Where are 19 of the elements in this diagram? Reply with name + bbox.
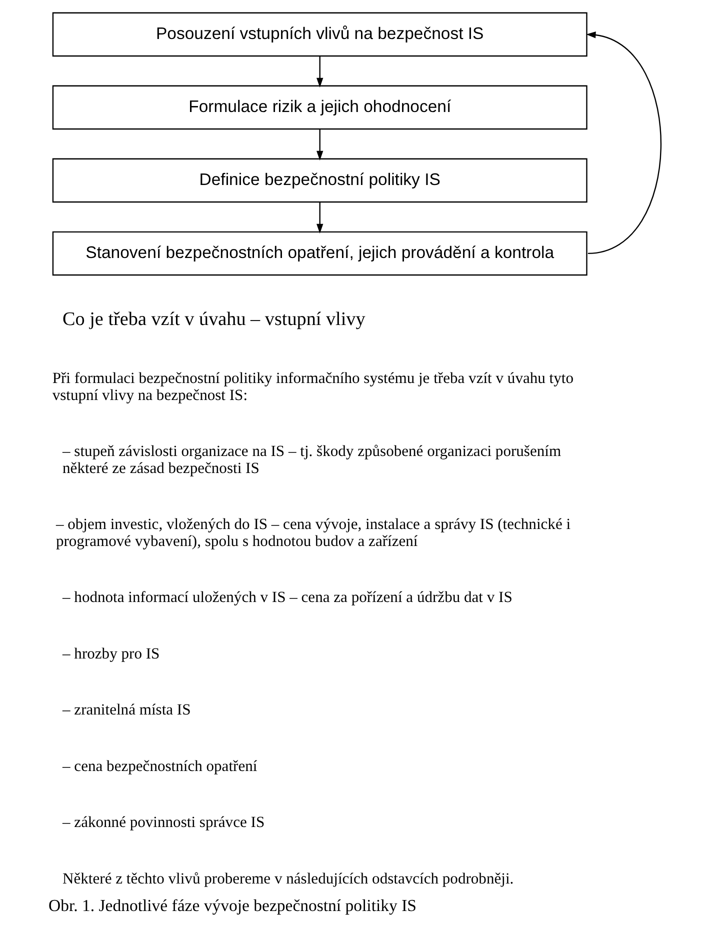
arrow — [586, 32, 662, 254]
label: – hodnota informací uložených v IS – cena za pořízení a údržbu dat v IS — [62, 589, 512, 606]
arrow — [316, 202, 324, 234]
arrow — [316, 129, 324, 160]
node-box: Stanovení bezpečnostních opatření, jejich provádění a kontrola — [52, 231, 588, 276]
node-box: Definice bezpečnostní politiky IS — [52, 158, 588, 203]
label: – zranitelná místa IS — [62, 702, 191, 719]
label: Při formulaci bezpečnostní politiky informačního systému je třeba vzít v úvahu tyto vstupní vlivy na bezpečnost IS: — [52, 370, 574, 404]
label: – objem investic, vložených do IS – cena vývoje, instalace a správy IS (technické i programové vybavení), spolu s hodnotou budov a zařízení — [56, 516, 571, 550]
arrow — [316, 56, 324, 88]
label: Některé z těchto vlivů probereme v následujících odstavcích podrobněji. — [62, 870, 514, 888]
caption: Obr. 1. Jednotlivé fáze vývoje bezpečnostní politiky IS — [48, 896, 416, 915]
label: Co je třeba vzít v úvahu – vstupní vlivy — [62, 309, 366, 330]
label: – cena bezpečnostních opatření — [62, 758, 258, 775]
label: – hrozby pro IS — [62, 645, 160, 662]
label: – stupeň závislosti organizace na IS – tj. škody způsobené organizaci porušením některé ze zásad bezpečnosti IS — [62, 443, 562, 477]
node-box: Posouzení vstupních vlivů na bezpečnost IS — [52, 12, 588, 57]
node-box: Formulace rizik a jejich ohodnocení — [52, 85, 588, 130]
label: – zákonné povinnosti správce IS — [62, 814, 265, 832]
